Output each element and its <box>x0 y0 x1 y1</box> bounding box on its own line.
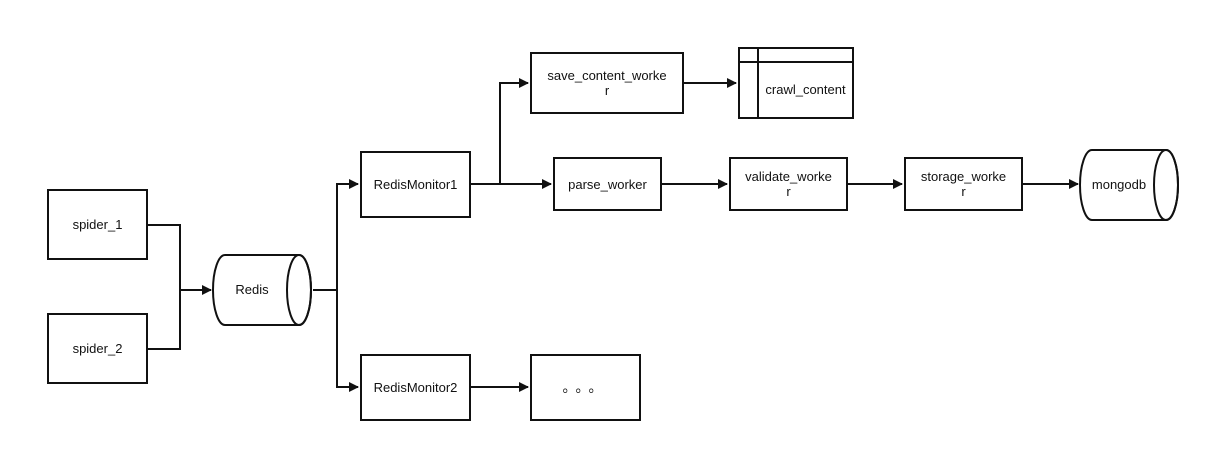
node-label: spider_1 <box>72 217 123 232</box>
node-ellipsis: 。。。 <box>530 354 641 421</box>
redis-cylinder <box>212 254 312 326</box>
node-label: spider_2 <box>72 341 123 356</box>
node-redis-monitor-2: RedisMonitor2 <box>360 354 471 421</box>
node-label: parse_worker <box>568 176 647 192</box>
crawl-content-label: crawl_content <box>765 82 846 97</box>
node-label: validate_worke r <box>745 169 832 199</box>
crawl-content-table <box>738 47 854 119</box>
edge-redis-monitor1 <box>336 179 359 290</box>
redis-label: Redis <box>235 282 269 297</box>
node-label: RedisMonitor1 <box>373 177 458 192</box>
node-redis-monitor-1: RedisMonitor1 <box>360 151 471 218</box>
mongodb-label: mongodb <box>1091 177 1147 192</box>
node-label: save_content_worke r <box>547 68 667 98</box>
mongodb-cylinder <box>1079 149 1179 221</box>
edge-spider1-redis <box>148 224 181 290</box>
node-save-content-worker: save_content_worke r <box>530 52 684 114</box>
node-label: RedisMonitor2 <box>373 380 458 395</box>
node-spider-2: spider_2 <box>47 313 148 384</box>
node-label: 。。。 <box>562 379 609 395</box>
node-spider-1: spider_1 <box>47 189 148 260</box>
node-label: storage_worke r <box>920 169 1007 199</box>
edge-redis-monitor2 <box>336 290 359 392</box>
node-parse-worker: parse_worker <box>553 157 662 211</box>
node-validate-worker: validate_worke r <box>729 157 848 211</box>
node-storage-worker: storage_worke r <box>904 157 1023 211</box>
edge-monitor1-save <box>499 78 529 184</box>
edge-spider2-redis <box>148 290 181 350</box>
